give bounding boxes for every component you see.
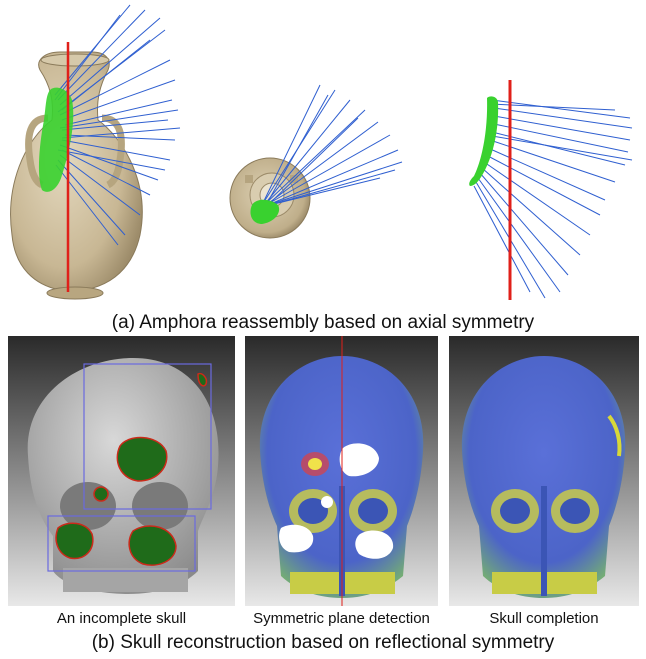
skull-incomplete-panel xyxy=(8,336,235,606)
skull-panel-label-detection: Symmetric plane detection xyxy=(230,610,453,628)
rays-profile-group xyxy=(474,100,632,298)
skull-panel-label-incomplete: An incomplete skull xyxy=(8,610,235,628)
skull-heatmap-panel xyxy=(245,336,438,606)
caption-b: (b) Skull reconstruction based on reflec… xyxy=(0,632,646,654)
skull-completed-panel xyxy=(449,336,639,606)
skull-incomplete-icon xyxy=(28,358,219,594)
skull-completed-icon xyxy=(462,356,625,598)
amphora-figure-row xyxy=(0,0,646,310)
caption-a: (a) Amphora reassembly based on axial sy… xyxy=(0,312,646,334)
amphora-side-icon xyxy=(11,52,143,299)
skull-panel-label-completion: Skull completion xyxy=(449,610,639,628)
fragment-profile-icon xyxy=(469,96,498,186)
rays-top-group xyxy=(262,85,402,205)
